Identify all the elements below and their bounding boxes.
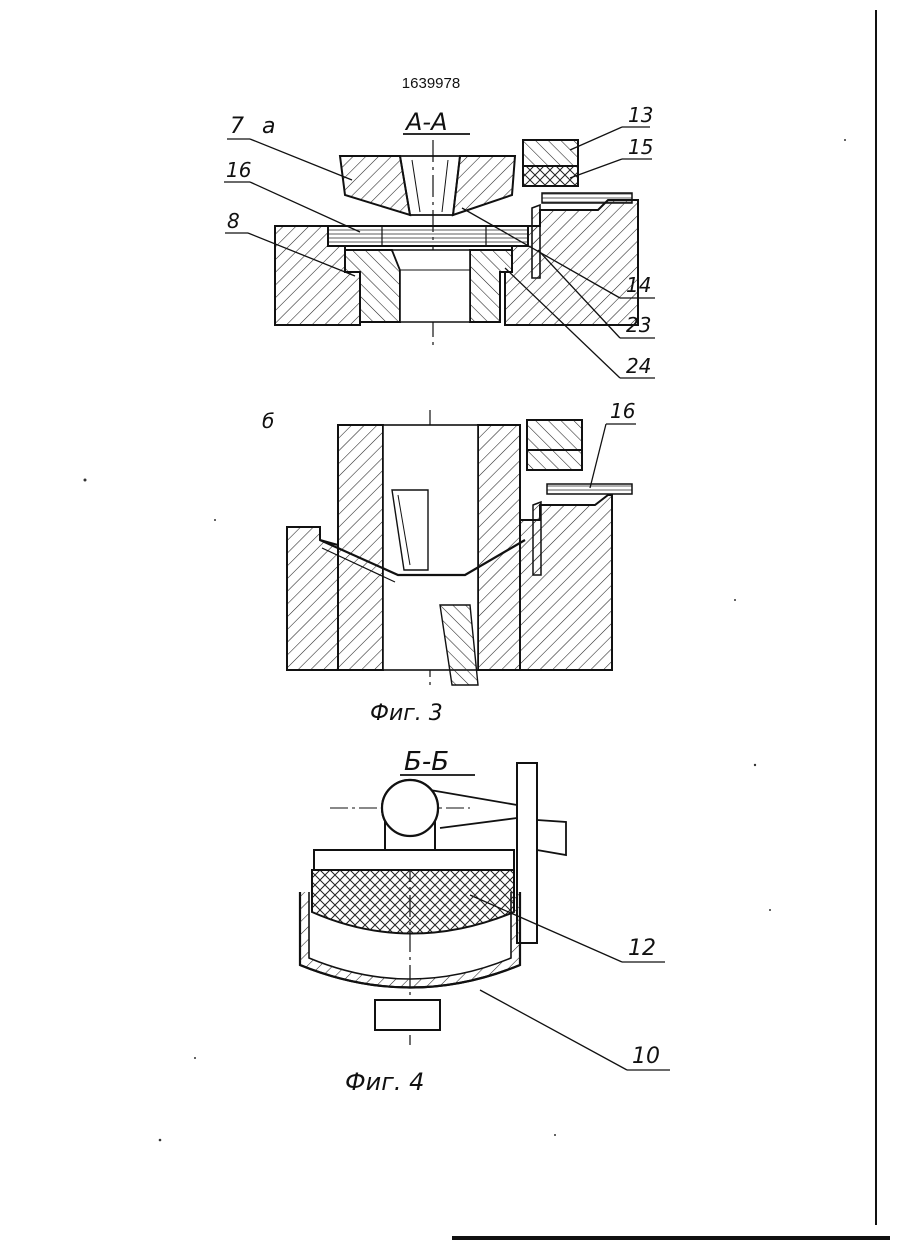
view-b-label: б: [262, 409, 274, 433]
fig3-view-a: А-А а 7: [224, 103, 655, 378]
callout-7: 7: [230, 114, 244, 139]
callout-14: 14: [626, 273, 651, 297]
view-a-label: а: [262, 114, 275, 139]
callout-24: 24: [626, 354, 651, 378]
callout-13: 13: [628, 103, 653, 127]
callout-12: 12: [628, 936, 656, 961]
callout-16-a: 16: [226, 158, 251, 182]
fig3-view-b: б 16 Фиг. 3: [262, 399, 636, 726]
callout-16-b: 16: [610, 399, 635, 423]
section-label-aa: А-А: [404, 108, 448, 136]
callout-8: 8: [227, 209, 240, 233]
patent-number: 1639978: [402, 75, 460, 92]
section-label-bb: Б-Б: [404, 747, 449, 777]
fig4-caption: Фиг. 4: [345, 1068, 424, 1096]
callout-10: 10: [632, 1044, 660, 1069]
callout-15: 15: [628, 135, 653, 159]
fig4: Б-Б 12 10 Фиг. 4: [300, 747, 670, 1096]
callout-23: 23: [626, 313, 651, 337]
fig3-caption: Фиг. 3: [370, 701, 443, 726]
